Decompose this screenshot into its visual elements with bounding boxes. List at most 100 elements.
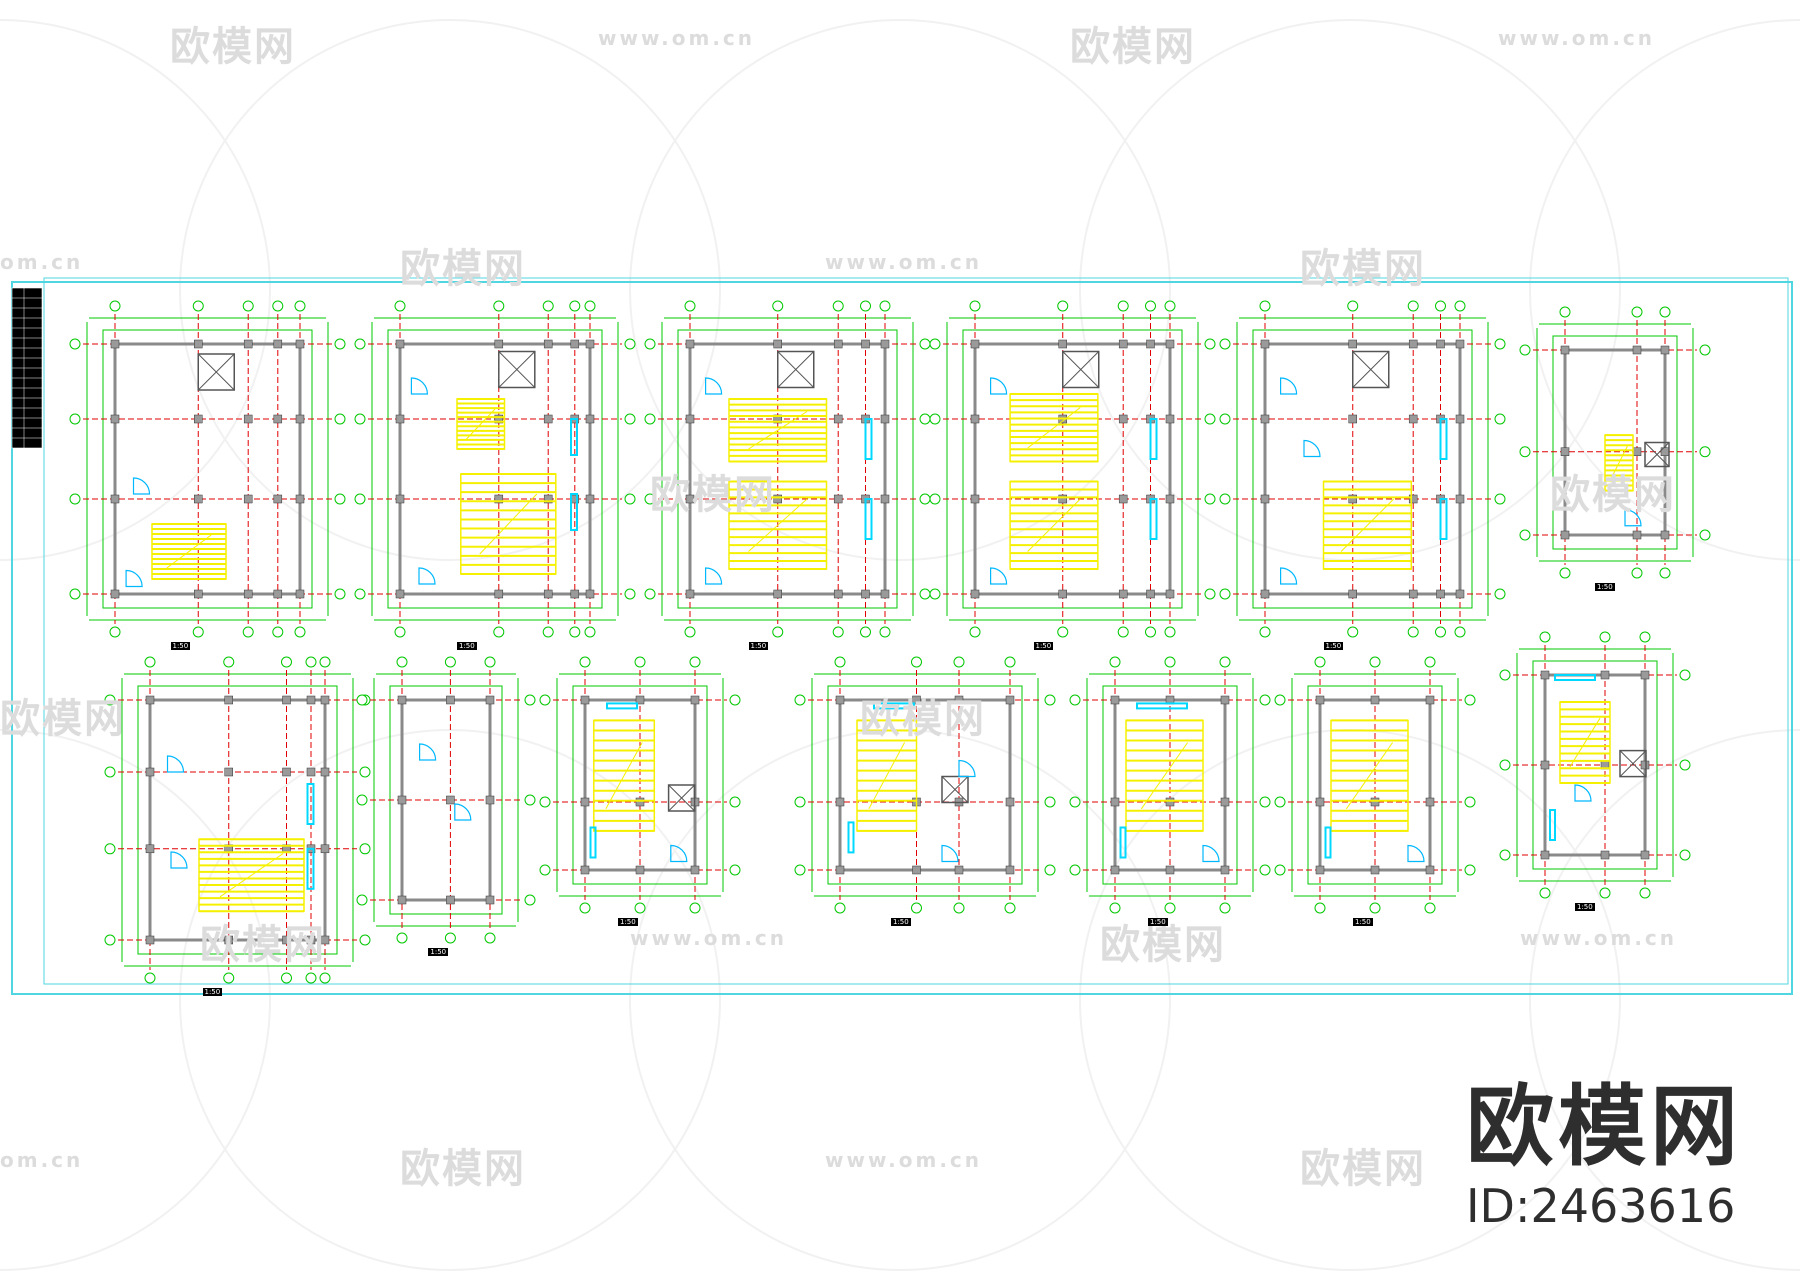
watermark-arc — [0, 19, 271, 561]
dimension-frame — [1252, 329, 1473, 609]
axis-bubble — [109, 300, 121, 312]
axis-bubble — [524, 794, 536, 806]
plan-caption: 1:50 — [1323, 642, 1344, 650]
brand-name: 欧模网 — [1465, 1075, 1742, 1178]
structural-column — [570, 339, 580, 349]
axis-bubble — [834, 902, 846, 914]
structural-column — [1315, 865, 1325, 875]
structural-column — [494, 339, 504, 349]
axis-bubble — [354, 413, 366, 425]
axis-bubble — [493, 626, 505, 638]
structural-column — [110, 414, 120, 424]
structural-column — [224, 767, 233, 777]
window — [570, 493, 578, 531]
structural-column — [1165, 865, 1175, 875]
watermark-arc — [1529, 19, 1800, 561]
structural-column — [833, 339, 843, 349]
stair-break-line — [748, 498, 808, 552]
plan-caption: 1:50 — [428, 948, 449, 956]
window — [306, 847, 315, 890]
axis-bubble — [1274, 694, 1286, 706]
structural-column — [1260, 494, 1270, 504]
axis-bubble — [1044, 864, 1056, 876]
axis-bubble — [634, 656, 646, 668]
axis-bubble — [444, 932, 456, 944]
axis-bubble — [689, 656, 701, 668]
stair-flight — [856, 719, 918, 832]
structural-column — [397, 895, 407, 905]
axis-bubble — [394, 300, 406, 312]
axis-bubble — [1435, 300, 1446, 312]
window — [1149, 418, 1158, 460]
axis-bubble — [1407, 626, 1419, 638]
structural-column — [1560, 345, 1570, 355]
axis-bubble — [569, 300, 581, 312]
plan-caption: 1:50 — [618, 918, 638, 926]
axis-bubble — [1219, 902, 1231, 914]
axis-bubble — [524, 694, 536, 706]
axis-bubble — [1004, 902, 1016, 914]
window — [1439, 418, 1448, 460]
door-swing — [958, 759, 976, 778]
axis-bubble — [223, 972, 235, 984]
stair-flight — [1330, 719, 1409, 832]
structural-column — [1260, 414, 1270, 424]
watermark-url: www.om.cn — [825, 250, 983, 274]
structural-column — [1540, 850, 1550, 860]
stair-break-line — [1569, 717, 1601, 768]
structural-column — [1058, 339, 1067, 349]
window — [1149, 498, 1158, 540]
elevator-cross — [941, 776, 969, 803]
structural-column — [835, 865, 845, 875]
axis-bubble — [539, 694, 551, 706]
structural-column — [295, 589, 305, 599]
structural-column — [282, 767, 291, 777]
axis-bubble — [356, 794, 368, 806]
structural-column — [1220, 865, 1230, 875]
axis-bubble — [1499, 669, 1511, 681]
watermark-logo: 欧模网 — [0, 696, 126, 742]
structural-column — [954, 865, 964, 875]
axis-bubble — [953, 902, 965, 914]
watermark-url: om.cn — [0, 1148, 84, 1172]
axis-bubble — [1494, 588, 1506, 600]
axis-bubble — [1259, 864, 1271, 876]
axis-bubble — [539, 864, 551, 876]
elevator-shaft — [1062, 350, 1100, 389]
dimension-frame — [827, 685, 1023, 885]
structural-column — [543, 414, 553, 424]
window — [1119, 826, 1127, 859]
window — [589, 826, 597, 859]
structural-column — [635, 695, 645, 705]
stair-flight — [456, 398, 506, 450]
structural-column — [880, 339, 890, 349]
axis-bubble — [1559, 306, 1571, 318]
window — [606, 702, 638, 710]
axis-bubble — [69, 413, 81, 425]
structural-column — [110, 494, 120, 504]
axis-bubble — [911, 656, 922, 668]
axis-bubble — [104, 843, 116, 855]
axis-bubble — [359, 843, 371, 855]
stair-break-line — [1345, 742, 1394, 810]
elevator-cross — [498, 351, 536, 388]
axis-bubble — [1539, 887, 1551, 899]
stair-flight — [593, 719, 656, 832]
axis-bubble — [444, 656, 456, 668]
structural-column — [110, 339, 120, 349]
structural-column — [580, 695, 590, 705]
axis-bubble — [1219, 413, 1231, 425]
axis-bubble — [1204, 413, 1216, 425]
structural-column — [1110, 865, 1120, 875]
sheet-outer-border — [11, 281, 1793, 995]
structural-column — [1560, 530, 1570, 540]
door-swing — [990, 567, 1008, 585]
structural-column — [243, 494, 253, 504]
stair-break-line — [1610, 445, 1628, 480]
elevator-cross — [668, 784, 695, 812]
structural-column — [585, 339, 595, 349]
structural-column — [833, 589, 843, 599]
dimension-frame — [102, 329, 313, 609]
wall-outline — [148, 698, 327, 942]
